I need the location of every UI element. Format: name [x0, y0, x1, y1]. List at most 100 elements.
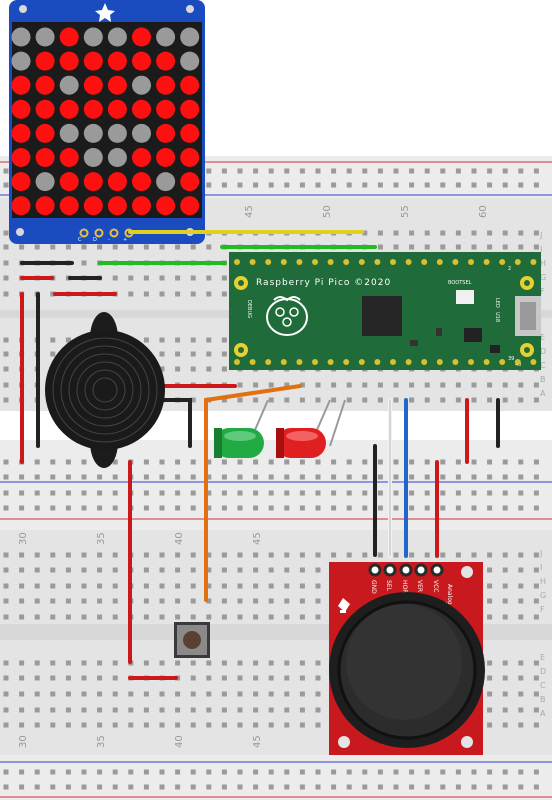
breadboard-hole — [393, 552, 399, 558]
row-letter: I — [540, 245, 542, 254]
breadboard-hole — [393, 397, 399, 403]
breadboard-hole — [502, 474, 508, 480]
breadboard-hole — [362, 505, 368, 511]
breadboard-hole — [315, 552, 321, 558]
breadboard-hole — [159, 722, 165, 728]
matrix-led — [83, 99, 103, 119]
wire-orange — [204, 384, 302, 602]
buzzer-body — [45, 330, 165, 450]
breadboard-hole — [424, 230, 430, 236]
breadboard-hole — [34, 583, 40, 589]
breadboard-hole — [159, 583, 165, 589]
matrix-pin-label: C — [78, 237, 82, 243]
matrix-led — [156, 148, 176, 167]
breadboard-hole — [19, 583, 25, 589]
joystick-pin-label: SEL — [385, 580, 392, 592]
pico-pad — [530, 359, 537, 365]
breadboard-hole — [502, 505, 508, 511]
breadboard-hole — [175, 722, 181, 728]
breadboard-hole — [315, 769, 321, 775]
breadboard-hole — [65, 691, 71, 697]
breadboard-hole — [471, 182, 477, 188]
breadboard-hole — [284, 583, 290, 589]
matrix-led — [180, 27, 200, 47]
matrix-led — [156, 27, 176, 47]
breadboard-hole — [65, 490, 71, 496]
breadboard-hole — [237, 583, 243, 589]
breadboard-hole — [190, 459, 196, 465]
breadboard-hole — [143, 567, 149, 573]
breadboard-hole — [112, 675, 118, 681]
matrix-led — [83, 51, 103, 71]
breadboard-hole — [159, 552, 165, 558]
matrix-led — [180, 123, 200, 143]
breadboard-hole — [128, 784, 134, 790]
breadboard-hole — [3, 474, 9, 480]
joystick-pin-hor — [399, 563, 413, 577]
breadboard-hole — [502, 182, 508, 188]
breadboard-hole — [97, 614, 103, 620]
column-number: 40 — [174, 532, 185, 545]
breadboard-hole — [81, 675, 87, 681]
breadboard-hole — [284, 567, 290, 573]
column-number: 45 — [252, 735, 263, 748]
breadboard-hole — [175, 769, 181, 775]
breadboard-hole — [19, 505, 25, 511]
breadboard-hole — [206, 291, 212, 297]
breadboard-hole — [299, 397, 305, 403]
joystick-cap[interactable] — [346, 604, 462, 720]
breadboard-hole — [284, 675, 290, 681]
breadboard-hole — [3, 351, 9, 357]
breadboard-hole — [34, 244, 40, 250]
breadboard-hole — [362, 474, 368, 480]
pico-pad — [327, 259, 334, 265]
breadboard-hole — [50, 614, 56, 620]
column-number: 45 — [244, 205, 255, 218]
breadboard-hole — [19, 707, 25, 713]
breadboard-hole — [237, 722, 243, 728]
pico-pad — [436, 259, 443, 265]
breadboard-hole — [190, 567, 196, 573]
breadboard-hole — [299, 691, 305, 697]
breadboard-hole — [533, 230, 539, 236]
breadboard-hole — [440, 382, 446, 388]
breadboard-hole — [455, 474, 461, 480]
breadboard-hole — [533, 722, 539, 728]
matrix-led — [156, 172, 176, 192]
breadboard-hole — [487, 168, 493, 174]
breadboard-hole — [112, 505, 118, 511]
breadboard-hole — [362, 552, 368, 558]
joystick-pin-ver — [414, 563, 428, 577]
breadboard-hole — [377, 474, 383, 480]
breadboard-hole — [206, 244, 212, 250]
breadboard-hole — [253, 722, 259, 728]
breadboard-hole — [34, 490, 40, 496]
pushbutton-cap[interactable] — [183, 631, 201, 649]
breadboard-hole — [65, 474, 71, 480]
breadboard-hole — [315, 722, 321, 728]
mount-hole — [19, 5, 27, 13]
breadboard-hole — [299, 459, 305, 465]
breadboard-hole — [81, 707, 87, 713]
breadboard-hole — [19, 244, 25, 250]
breadboard-hole — [237, 459, 243, 465]
breadboard-hole — [440, 769, 446, 775]
breadboard-hole — [221, 275, 227, 281]
matrix-led — [11, 172, 31, 192]
matrix-led — [107, 27, 127, 47]
pushbutton[interactable] — [174, 622, 210, 658]
breadboard-hole — [34, 691, 40, 697]
breadboard-hole — [393, 168, 399, 174]
breadboard-hole — [253, 459, 259, 465]
breadboard-hole — [159, 275, 165, 281]
breadboard-hole — [315, 567, 321, 573]
breadboard-hole — [81, 614, 87, 620]
breadboard-hole — [206, 168, 212, 174]
row-letter: G — [540, 591, 546, 600]
bootsel-button[interactable] — [456, 290, 474, 304]
breadboard-hole — [159, 784, 165, 790]
breadboard-hole — [206, 182, 212, 188]
breadboard-hole — [409, 397, 415, 403]
breadboard-hole — [3, 459, 9, 465]
breadboard-hole — [518, 490, 524, 496]
